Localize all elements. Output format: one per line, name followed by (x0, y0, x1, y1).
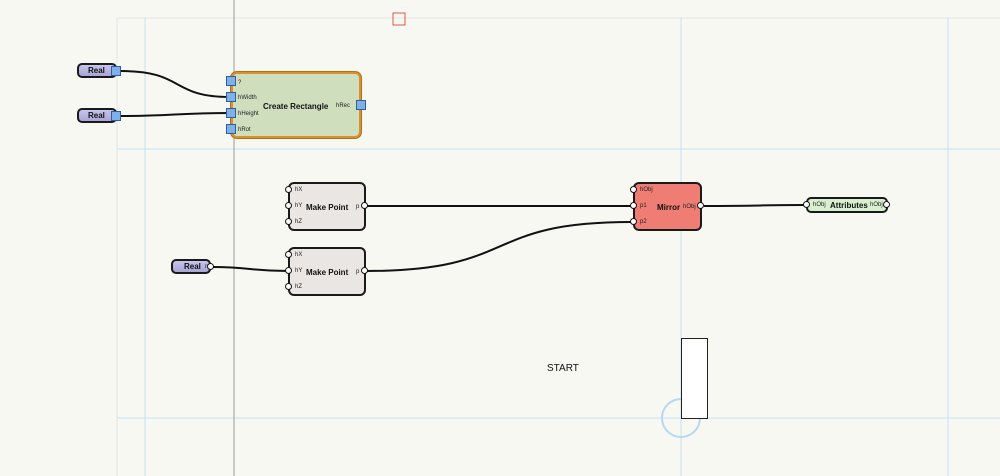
real-node-title: Real (88, 66, 105, 75)
output-label-obj: hObj (870, 202, 883, 208)
output-label-rec: hRec (336, 103, 351, 109)
create-rectangle-output-port[interactable] (356, 100, 366, 110)
mirror-node[interactable]: Mirror hObj p1 p2 hObj (633, 182, 702, 231)
real-node-3[interactable]: Real n (171, 259, 211, 274)
real-node-output-label: n (205, 264, 208, 271)
input-label-rot: hRot (238, 127, 251, 133)
start-label: START (547, 363, 579, 374)
mirror-output-port[interactable] (697, 202, 704, 209)
make-point-title: Make Point (306, 203, 349, 212)
input-label-x: hX (295, 252, 303, 258)
input-label-p1: p1 (640, 203, 647, 209)
output-label-p: p (356, 204, 360, 210)
make-point-2-input-x-port[interactable] (285, 251, 292, 258)
real-node-title: Real (184, 262, 201, 271)
make-point-title: Make Point (306, 268, 349, 277)
create-rectangle-input-port-height[interactable] (226, 108, 236, 118)
create-rectangle-title: Create Rectangle (263, 102, 329, 111)
make-point-1-input-z-port[interactable] (285, 218, 292, 225)
input-label-y: hY (295, 203, 303, 209)
mirror-input-p1-port[interactable] (630, 202, 637, 209)
real-node-3-output-port[interactable] (207, 263, 214, 270)
input-label-y: hY (295, 268, 303, 274)
create-rectangle-node[interactable]: Create Rectangle ? hWidth hHeight hRot h… (231, 72, 361, 138)
attributes-title: Attributes (830, 201, 868, 210)
real-node-1-output-port[interactable] (111, 66, 121, 76)
input-label-obj: hObj (813, 202, 826, 208)
create-rectangle-input-port-1[interactable] (226, 76, 236, 86)
make-point-2-output-port[interactable] (361, 267, 368, 274)
mirror-title: Mirror (657, 203, 681, 212)
create-rectangle-input-port-width[interactable] (226, 92, 236, 102)
start-rectangle-shape[interactable] (681, 338, 708, 419)
mirror-input-obj-port[interactable] (630, 186, 637, 193)
marker-square-icon (392, 12, 406, 26)
attributes-node[interactable]: hObj Attributes hObj (806, 197, 888, 213)
make-point-node-2[interactable]: Make Point hX hY hZ p (288, 247, 366, 296)
input-label-z: hZ (295, 284, 303, 290)
input-label-z: hZ (295, 219, 303, 225)
make-point-2-input-y-port[interactable] (285, 267, 292, 274)
attributes-input-port[interactable] (803, 201, 810, 208)
make-point-1-input-y-port[interactable] (285, 202, 292, 209)
input-label-height: hHeight (238, 111, 259, 117)
make-point-1-input-x-port[interactable] (285, 186, 292, 193)
output-label-p: p (356, 269, 360, 275)
input-label-p2: p2 (640, 219, 647, 225)
make-point-node-1[interactable]: Make Point hX hY hZ p (288, 182, 366, 231)
make-point-1-output-port[interactable] (361, 202, 368, 209)
real-node-2-output-port[interactable] (111, 111, 121, 121)
attributes-output-port[interactable] (883, 201, 890, 208)
real-node-title: Real (88, 111, 105, 120)
make-point-2-input-z-port[interactable] (285, 283, 292, 290)
input-label-unknown: ? (238, 80, 242, 86)
wires (120, 70, 805, 272)
input-label-width: hWidth (238, 95, 257, 101)
real-node-1[interactable]: Real (77, 63, 117, 78)
output-label-obj: hObj (683, 204, 696, 210)
input-label-x: hX (295, 187, 303, 193)
input-label-obj: hObj (640, 187, 653, 193)
create-rectangle-input-port-rot[interactable] (226, 124, 236, 134)
mirror-input-p2-port[interactable] (630, 218, 637, 225)
